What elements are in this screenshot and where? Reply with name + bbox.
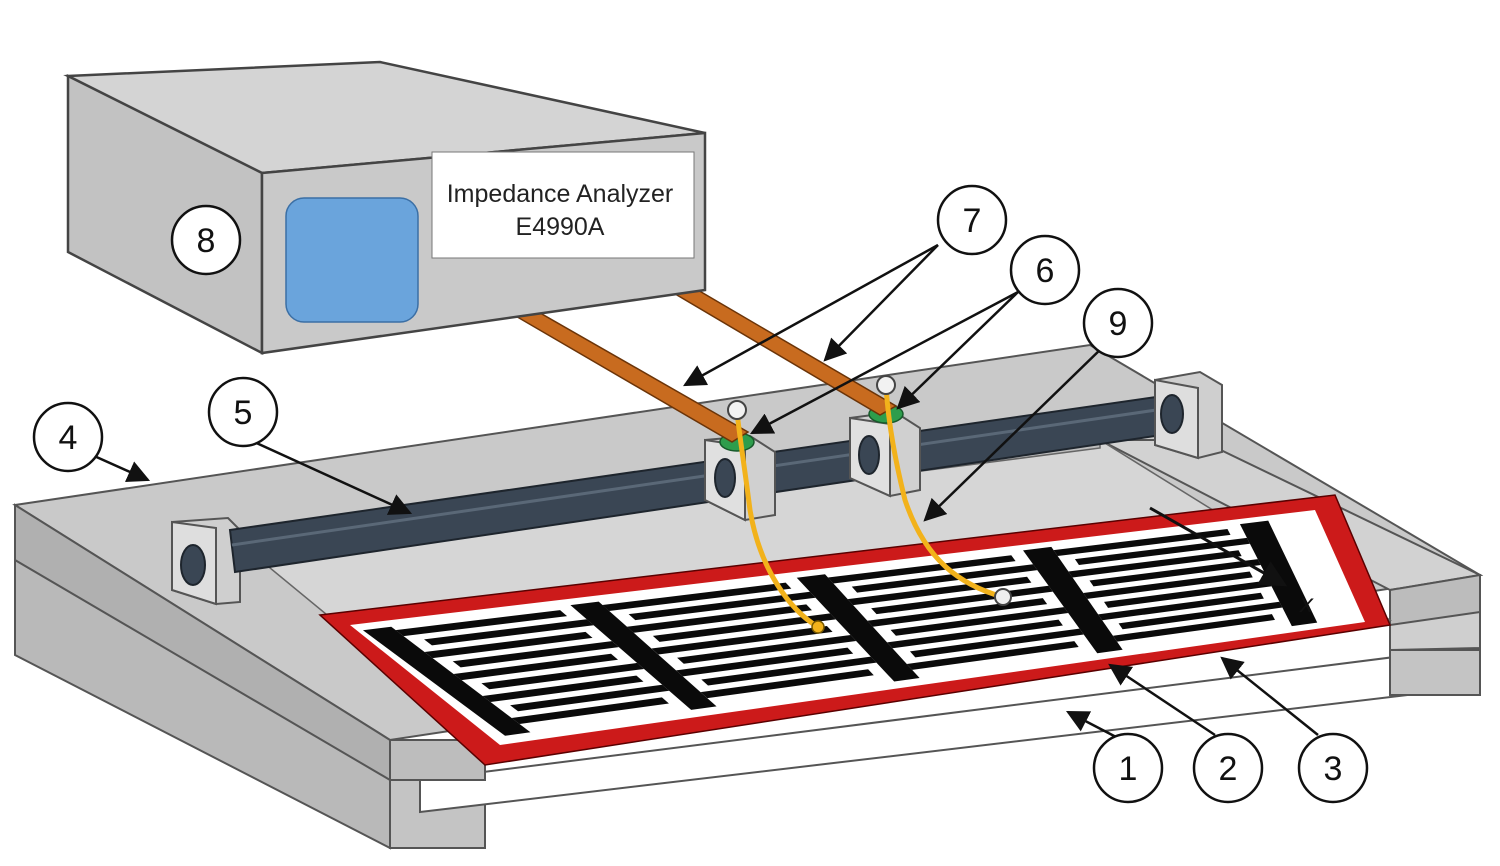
electrode-finger — [651, 625, 833, 655]
callout-7-text: 7 — [963, 202, 982, 240]
right-rail-face — [1389, 573, 1481, 627]
electrode-finger — [602, 582, 792, 611]
carriage-right — [849, 404, 921, 498]
electrode-finger — [906, 641, 1079, 670]
callout-leaders — [91, 243, 1319, 740]
electrode-finger — [890, 607, 1069, 636]
electrode-finger — [510, 684, 670, 712]
callout-1: 1 — [1092, 732, 1164, 804]
electrode-finger — [700, 669, 874, 699]
electrode-finger — [481, 662, 644, 690]
leader-3 — [1220, 656, 1319, 736]
callout-1-text: 1 — [1119, 750, 1138, 788]
callouts: 8 4 5 7 6 9 1 2 — [32, 184, 1369, 804]
electrode-array — [362, 520, 1318, 736]
callout-2-text: 2 — [1219, 750, 1238, 788]
rod-highlight — [231, 406, 1171, 547]
callout-9-text: 9 — [1109, 305, 1128, 343]
electrode-finger — [1068, 550, 1242, 578]
leader-2 — [1108, 663, 1216, 737]
callout-7: 7 — [936, 184, 1008, 256]
electrode-finger — [652, 613, 836, 642]
electrode-finger — [827, 555, 1016, 584]
electrode-finger — [1104, 580, 1272, 608]
leader-4 — [91, 453, 151, 483]
leader-5 — [249, 438, 413, 515]
electrode-finger — [628, 591, 816, 621]
electrode-finger — [424, 619, 594, 646]
wire-left — [734, 411, 820, 630]
wire-right-contact — [994, 588, 1012, 606]
callout-6-text: 6 — [1036, 252, 1055, 290]
electrode-finger — [482, 675, 644, 703]
electrode-finger — [395, 610, 568, 637]
rod-mount-left-hole — [180, 544, 206, 586]
analyzer-label-line1: Impedance Analyzer — [447, 180, 674, 208]
electrode-finger — [452, 641, 619, 668]
wire-right — [883, 385, 1004, 600]
callout-2: 2 — [1192, 732, 1264, 804]
leader-6a — [750, 290, 1019, 435]
callout-8-text: 8 — [197, 222, 216, 260]
electrode-finger — [453, 653, 619, 681]
leader-7b — [823, 244, 939, 362]
callout-5: 5 — [207, 376, 279, 448]
electrode-bus-bar — [362, 626, 531, 736]
callout-4-text: 4 — [59, 419, 78, 457]
electrode-bus-bar — [1023, 546, 1123, 654]
electrode-finger — [677, 635, 857, 664]
guide-rod — [171, 370, 1223, 606]
base-top-plate-edge-front — [389, 739, 486, 781]
electrode-bus-bar — [570, 601, 717, 710]
carriage-left — [704, 432, 776, 522]
impedance-analyzer: Impedance Analyzer E4990A — [63, 60, 707, 356]
electrode-finger — [626, 604, 812, 633]
leader-6b — [896, 291, 1019, 410]
callout-3-text: 3 — [1324, 750, 1343, 788]
electrode-finger — [1083, 571, 1253, 599]
wire-left-top-tip — [727, 400, 747, 420]
rod-end-right — [1160, 394, 1184, 434]
callout-8: 8 — [170, 204, 242, 276]
callout-4: 4 — [32, 401, 104, 473]
callout-3: 3 — [1297, 732, 1369, 804]
wire-right-top-tip — [876, 375, 896, 395]
electrode-finger — [701, 656, 877, 686]
electrode-bus-bar — [796, 574, 920, 682]
x-axis-label: x — [1298, 588, 1314, 618]
electrode-finger — [1098, 592, 1264, 621]
right-rail-lower — [1389, 649, 1481, 696]
electrode-finger — [847, 576, 1032, 606]
analyzer-screen — [285, 197, 419, 323]
electrode-finger — [1053, 529, 1231, 557]
leader-1 — [1066, 710, 1119, 740]
electrode-finger — [1089, 559, 1261, 587]
analyzer-label-line2: E4990A — [516, 213, 605, 241]
callout-5-text: 5 — [234, 394, 253, 432]
electrode-finger — [1118, 601, 1283, 630]
electrode-finger — [676, 647, 854, 677]
leader-9 — [923, 344, 1106, 522]
x-axis-indicator: x — [1149, 506, 1314, 618]
electrode-finger — [887, 619, 1063, 649]
probe-wires — [727, 375, 1012, 634]
leader-7a — [683, 243, 939, 387]
electrode-finger — [909, 628, 1084, 658]
electrode-finger — [851, 564, 1038, 593]
analyzer-label-panel — [431, 151, 695, 259]
wire-left-contact — [811, 620, 825, 634]
callout-6: 6 — [1009, 234, 1081, 306]
electrode-finger — [424, 631, 593, 659]
callout-9: 9 — [1082, 287, 1154, 359]
electrode-finger — [1074, 537, 1250, 566]
electrode-finger — [1112, 614, 1275, 642]
electrode-finger — [511, 697, 669, 725]
